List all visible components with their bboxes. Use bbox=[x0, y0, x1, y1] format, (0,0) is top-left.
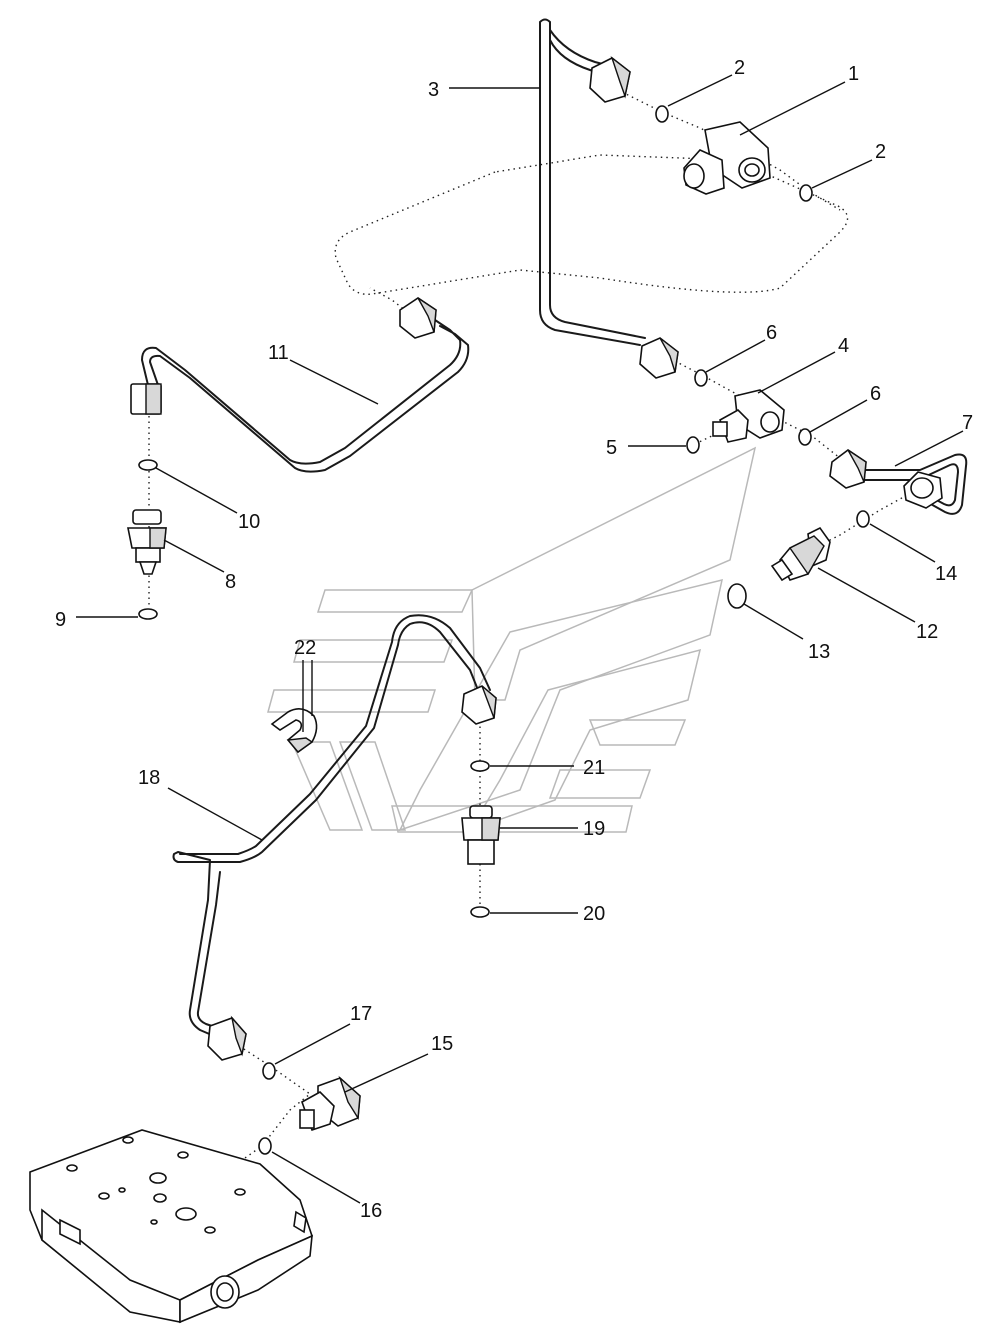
callout-14: 14 bbox=[935, 563, 957, 585]
tube-3-nut-top bbox=[589, 56, 631, 103]
clip-22 bbox=[270, 708, 318, 754]
callout-1: 1 bbox=[848, 63, 859, 85]
callout-4: 4 bbox=[838, 335, 849, 357]
o-ring-13 bbox=[727, 583, 747, 609]
callout-10: 10 bbox=[238, 511, 260, 533]
callout-3: 3 bbox=[428, 79, 439, 101]
callout-8: 8 bbox=[225, 571, 236, 593]
callout-18: 18 bbox=[138, 767, 160, 789]
callout-11: 11 bbox=[268, 342, 289, 364]
o-ring-9 bbox=[138, 608, 158, 620]
callout-15: 15 bbox=[431, 1033, 453, 1055]
fitting-12 bbox=[770, 526, 831, 582]
o-ring-20 bbox=[470, 906, 490, 918]
callout-19: 19 bbox=[583, 818, 605, 840]
tube-7-nut-left bbox=[829, 449, 867, 489]
fitting-19 bbox=[461, 805, 501, 865]
o-ring-2-lower bbox=[799, 184, 813, 202]
tube-7 bbox=[859, 453, 968, 515]
assembly-lines bbox=[148, 91, 921, 1171]
valve-block bbox=[29, 1129, 313, 1324]
callout-22: 22 bbox=[294, 637, 316, 659]
callout-5: 5 bbox=[606, 437, 617, 459]
callout-20: 20 bbox=[583, 903, 605, 925]
watermark-logo bbox=[267, 446, 757, 833]
fitting-8 bbox=[127, 509, 167, 575]
tube-18 bbox=[172, 614, 491, 1037]
callout-labels: 1 2 2 3 4 5 6 6 7 8 9 10 11 12 13 14 15 … bbox=[55, 57, 973, 1222]
callout-2-upper: 2 bbox=[734, 57, 745, 79]
callout-9: 9 bbox=[55, 609, 66, 631]
o-ring-10 bbox=[138, 459, 158, 471]
callout-6-upper: 6 bbox=[766, 322, 777, 344]
tube-18-nut-bottom bbox=[207, 1015, 247, 1061]
tube-3-nut-bottom bbox=[639, 337, 679, 379]
o-ring-14 bbox=[856, 510, 870, 528]
o-ring-5 bbox=[686, 436, 700, 454]
dotted-outline bbox=[334, 154, 849, 295]
tube-11-nut-right bbox=[399, 297, 437, 339]
o-ring-17 bbox=[262, 1062, 276, 1080]
tube-7-nut-right bbox=[903, 471, 943, 509]
o-ring-21 bbox=[470, 760, 490, 772]
o-ring-2-upper bbox=[655, 105, 669, 123]
tube-11-nut-left bbox=[130, 383, 162, 415]
o-ring-6-lower bbox=[798, 428, 812, 446]
callout-6-lower: 6 bbox=[870, 383, 881, 405]
o-ring-16 bbox=[258, 1137, 272, 1155]
callout-13: 13 bbox=[808, 641, 830, 663]
callout-16: 16 bbox=[360, 1200, 382, 1222]
fitting-15 bbox=[299, 1075, 361, 1132]
callout-17: 17 bbox=[350, 1003, 372, 1025]
callout-7: 7 bbox=[962, 412, 973, 434]
tube-3 bbox=[539, 18, 646, 346]
tube-11 bbox=[141, 319, 470, 473]
tube-18-nut-top bbox=[461, 685, 497, 725]
tee-fitting-1 bbox=[683, 121, 771, 195]
callout-2-lower: 2 bbox=[875, 141, 886, 163]
o-ring-6-upper bbox=[694, 369, 708, 387]
callout-12: 12 bbox=[916, 621, 938, 643]
tee-fitting-4 bbox=[712, 389, 785, 443]
leader-lines bbox=[76, 74, 964, 1204]
callout-21: 21 bbox=[583, 757, 605, 779]
